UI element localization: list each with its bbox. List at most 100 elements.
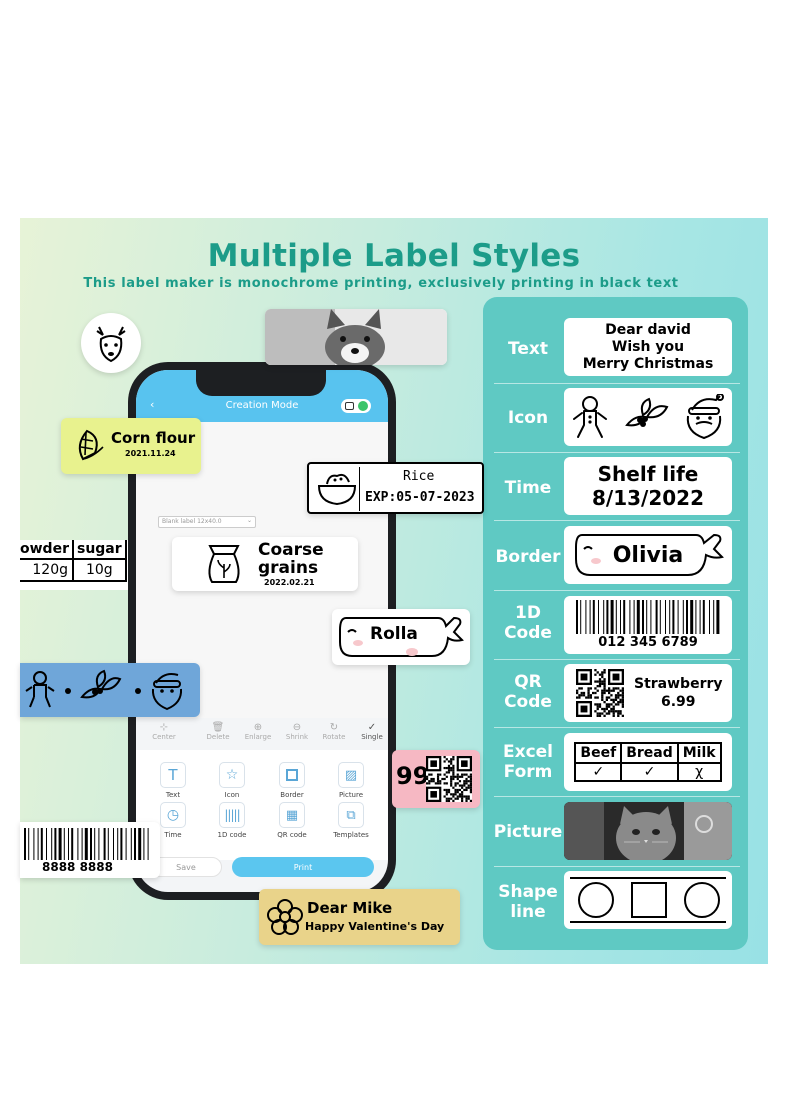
tool-single[interactable]: ✓Single bbox=[352, 722, 388, 741]
dog-photo-label bbox=[265, 309, 447, 365]
tool-label: Enlarge bbox=[244, 733, 272, 741]
row-label-icon: Icon bbox=[507, 408, 549, 428]
app-title: Creation Mode bbox=[225, 400, 299, 411]
grid-label: Picture bbox=[338, 791, 364, 799]
table-header: owder bbox=[20, 540, 74, 560]
row-label-shape-line: Shape line bbox=[490, 882, 566, 922]
printer-status[interactable] bbox=[341, 399, 371, 413]
whale-border-icon bbox=[575, 533, 724, 576]
text-line-1: Dear david bbox=[605, 321, 691, 338]
qr-code-graphic bbox=[426, 756, 472, 802]
corn-flour-date: 2021.11.24 bbox=[125, 449, 176, 458]
divider bbox=[494, 796, 740, 797]
save-button[interactable]: Save bbox=[150, 857, 222, 877]
page-title: Multiple Label Styles bbox=[207, 238, 581, 274]
qr-icon: ▦ bbox=[279, 802, 305, 828]
divider bbox=[494, 590, 740, 591]
coarse-grains-date: 2022.02.21 bbox=[264, 578, 315, 587]
tool-label: Shrink bbox=[285, 733, 309, 741]
barcode-icon: ||||| bbox=[219, 802, 245, 828]
tool-center[interactable]: ⊹Center bbox=[144, 722, 184, 741]
grid-label: Templates bbox=[333, 831, 369, 839]
tool-enlarge[interactable]: ⊕Enlarge bbox=[238, 722, 278, 741]
minus-icon: ⊖ bbox=[292, 722, 302, 733]
connected-icon bbox=[358, 401, 368, 411]
tool-rotate[interactable]: ↻Rotate bbox=[314, 722, 354, 741]
qr-partial-number: 99 bbox=[396, 762, 430, 790]
text-icon: T bbox=[160, 762, 186, 788]
powder-sugar-label: owder sugar 120g 10g bbox=[20, 540, 128, 590]
grid-templates[interactable]: ⧉ Templates bbox=[326, 802, 376, 839]
christmas-icons bbox=[25, 669, 183, 711]
powder-sugar-table: owder sugar 120g 10g bbox=[20, 540, 127, 582]
table-header: Beef bbox=[574, 742, 623, 764]
picture-icon: ▨ bbox=[338, 762, 364, 788]
excel-label-card: Beef Bread Milk ✓ ✓ χ bbox=[564, 733, 732, 791]
border-label-card: Olivia bbox=[564, 526, 732, 584]
grid-1d-code[interactable]: |||||1D code bbox=[207, 802, 257, 839]
print-button[interactable]: Print bbox=[232, 857, 374, 877]
phone-notch bbox=[196, 370, 326, 396]
row-label-line: line bbox=[510, 902, 546, 922]
row-label-excel-form: Excel Form bbox=[490, 742, 566, 782]
whale-border-icon bbox=[339, 616, 464, 657]
barcode-label-card: 012 345 6789 bbox=[564, 596, 732, 654]
row-label-line: Form bbox=[503, 762, 553, 782]
tool-delete[interactable]: 🗑Delete bbox=[198, 722, 238, 741]
coarse-line: Coarse bbox=[258, 540, 324, 560]
row-label-time: Time bbox=[504, 478, 552, 498]
table-cell: χ bbox=[676, 762, 722, 782]
qr-text-line: Strawberry bbox=[634, 676, 723, 692]
grid-border[interactable]: Border bbox=[267, 762, 317, 799]
tool-label: Center bbox=[152, 733, 176, 741]
flower-icon bbox=[267, 899, 303, 935]
shape-label-card bbox=[564, 871, 732, 929]
holly-icon bbox=[625, 397, 669, 427]
excel-table: Beef Bread Milk ✓ ✓ χ bbox=[574, 742, 722, 782]
templates-icon: ⧉ bbox=[338, 802, 364, 828]
row-label-line: Code bbox=[504, 623, 552, 643]
row-label-line: 1D bbox=[515, 603, 541, 623]
santa-icon bbox=[151, 673, 183, 711]
picture-label-card bbox=[564, 802, 732, 860]
blank-label-text: Blank label 12x40.0 bbox=[162, 518, 222, 525]
table-cell: 10g bbox=[72, 559, 127, 582]
row-label-qr-code: QR Code bbox=[490, 672, 566, 712]
qr-text-line: 6.99 bbox=[660, 694, 696, 710]
rice-name: Rice bbox=[403, 469, 435, 484]
valentine-line2: Happy Valentine's Day bbox=[305, 920, 445, 933]
grid-label: Icon bbox=[224, 791, 240, 799]
corn-icon bbox=[78, 429, 104, 461]
back-icon[interactable]: ‹ bbox=[150, 398, 155, 411]
page-subtitle: This label maker is monochrome printing,… bbox=[83, 276, 679, 291]
center-icon: ⊹ bbox=[159, 722, 169, 733]
divider bbox=[494, 866, 740, 867]
qr-partial-label: 99 bbox=[392, 750, 480, 808]
grid-picture[interactable]: ▨ Picture bbox=[326, 762, 376, 799]
grid-time[interactable]: ◷Time bbox=[148, 802, 198, 839]
grid-qr-code[interactable]: ▦ QR code bbox=[267, 802, 317, 839]
gingerbread-icon bbox=[25, 671, 55, 708]
tool-shrink[interactable]: ⊖Shrink bbox=[277, 722, 317, 741]
time-line-2: 8/13/2022 bbox=[591, 486, 705, 510]
chevron-down-icon: ⌄ bbox=[246, 517, 252, 524]
coarse-line: grains bbox=[258, 558, 319, 578]
star-icon: ☆ bbox=[219, 762, 245, 788]
row-label-line: QR bbox=[514, 672, 542, 692]
text-line-2: Wish you bbox=[611, 338, 685, 355]
blank-label-select[interactable]: Blank label 12x40.0 ⌄ bbox=[158, 516, 256, 528]
grid-label: QR code bbox=[277, 831, 307, 839]
holly-icon bbox=[80, 669, 122, 699]
barcode-8888-number: 8888 8888 bbox=[42, 860, 113, 874]
grid-icon[interactable]: ☆ Icon bbox=[207, 762, 257, 799]
divider bbox=[494, 520, 740, 521]
row-label-text: Text bbox=[508, 339, 548, 359]
rice-exp: EXP:05-07-2023 bbox=[365, 490, 475, 505]
rolla-label: Rolla bbox=[332, 609, 470, 665]
icon-label-card bbox=[564, 388, 732, 446]
row-label-picture: Picture bbox=[493, 822, 563, 842]
barcode-graphic bbox=[576, 600, 720, 634]
table-cell: ✓ bbox=[574, 762, 623, 782]
